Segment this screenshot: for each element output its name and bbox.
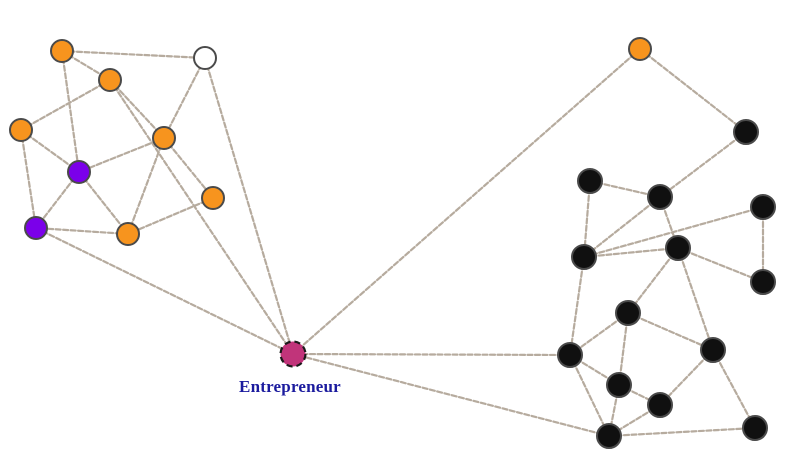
graph-edge-L7-L8 <box>126 196 215 236</box>
graph-edge-L3-ENT <box>203 56 295 356</box>
graph-edge-L1-L3 <box>60 49 207 60</box>
graph-node-L2-orange <box>98 68 122 92</box>
graph-edge-R13-ENT <box>291 352 611 438</box>
graph-node-R7-black <box>750 269 776 295</box>
graph-node-R11-black <box>606 372 632 398</box>
graph-edge-R6-R10 <box>676 246 715 352</box>
graph-node-R9-black <box>557 342 583 368</box>
graph-edge-L5-L7 <box>162 136 215 200</box>
graph-node-L3-white <box>193 46 217 70</box>
graph-node-R13-black <box>596 423 622 449</box>
graph-edge-L1-L6 <box>60 49 81 174</box>
graph-edge-R0-ENT <box>291 47 642 356</box>
graph-edge-L2-ENT <box>108 78 295 356</box>
graph-node-R3-black <box>647 184 673 210</box>
graph-edge-L5-L8 <box>126 136 166 236</box>
graph-node-R8-black <box>615 300 641 326</box>
graph-edge-R10-R14 <box>711 348 757 430</box>
graph-node-L9-purple <box>24 216 48 240</box>
graph-edge-R4-R5 <box>582 205 765 259</box>
graph-node-L1-orange <box>50 39 74 63</box>
graph-edge-R6-R7 <box>676 246 765 284</box>
graph-edge-R3-R5 <box>582 195 662 259</box>
graph-node-L7-orange <box>201 186 225 210</box>
graph-edge-R5-R6 <box>582 246 680 259</box>
graph-node-R6-black <box>665 235 691 261</box>
graph-node-R5-black <box>571 244 597 270</box>
entrepreneur-label: Entrepreneur <box>239 377 341 396</box>
graph-edge-L6-L8 <box>77 170 130 236</box>
graph-edge-L2-L5 <box>108 78 166 140</box>
graph-edge-R5-R9 <box>568 255 586 357</box>
graph-node-R1-black <box>733 119 759 145</box>
graph-edge-R6-R8 <box>626 246 680 315</box>
graph-node-L4-orange <box>9 118 33 142</box>
graph-edge-L5-L6 <box>77 136 166 174</box>
graph-edge-R0-R1 <box>638 47 748 134</box>
graph-edge-R1-R3 <box>658 130 748 199</box>
graph-node-R12-black <box>647 392 673 418</box>
graph-edge-L4-L9 <box>19 128 38 230</box>
graph-node-L8-orange <box>116 222 140 246</box>
graph-node-R4-black <box>750 194 776 220</box>
graph-edge-L2-L4 <box>19 78 112 132</box>
graph-node-R0-orange <box>628 37 652 61</box>
graph-node-ENT-entrepreneur <box>279 340 307 368</box>
graph-node-R14-black <box>742 415 768 441</box>
graph-edge-R9-R13 <box>568 353 611 438</box>
graph-edge-R9-ENT <box>291 352 572 357</box>
graph-edge-L8-L9 <box>34 226 130 236</box>
graph-edge-R8-R10 <box>626 311 715 352</box>
graph-edge-R13-R14 <box>607 426 757 438</box>
graph-node-R2-black <box>577 168 603 194</box>
graph-node-R10-black <box>700 337 726 363</box>
graph-edge-L3-L5 <box>162 56 207 140</box>
graph-edge-L9-ENT <box>34 226 295 356</box>
graph-node-L6-purple <box>67 160 91 184</box>
graph-node-L5-orange <box>152 126 176 150</box>
